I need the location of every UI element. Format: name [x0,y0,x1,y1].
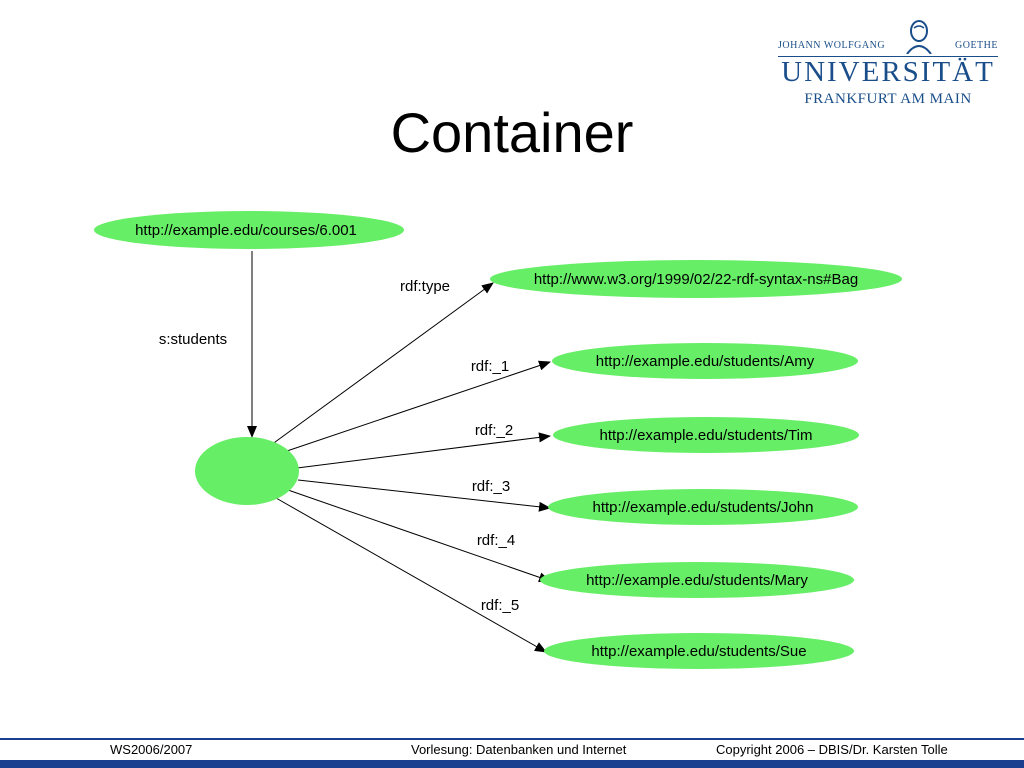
footer-semester: WS2006/2007 [110,742,193,757]
edge-member-2 [296,432,551,469]
footer-copyright: Copyright 2006 – DBIS/Dr. Karsten Tolle [716,742,948,757]
edge-label-member-4: rdf:_4 [477,532,515,549]
edge-member-3 [297,479,551,512]
node-subject [94,211,404,249]
node-student-4 [540,562,854,598]
node-label-student-5: http://example.edu/students/Sue [591,643,806,660]
node-bag [490,260,902,298]
slide-title: Container [390,101,634,164]
node-subject-label: http://example.edu/courses/6.001 [135,222,357,239]
node-student-3 [548,489,858,525]
edge-label-students: s:students [159,331,227,348]
goethe-portrait-icon [906,20,932,54]
university-logo: JOHANN WOLFGANG GOETHE UNIVERSITÄT FRANK… [778,18,998,110]
edge-member-5 [275,497,547,653]
node-label-student-3: http://example.edu/students/John [593,499,814,516]
node-student-2 [553,417,859,453]
edge-label-member-2: rdf:_2 [475,422,513,439]
footer-rule [0,738,1024,740]
logo-name-line: JOHANN WOLFGANG GOETHE [778,40,998,51]
node-container-blank [195,437,299,505]
node-label-student-2: http://example.edu/students/Tim [600,427,813,444]
edge-member-4 [287,489,551,583]
logo-university: UNIVERSITÄT [781,56,995,88]
logo-name-left: JOHANN WOLFGANG [778,40,886,51]
edge-type [270,282,494,446]
edge-label-member-3: rdf:_3 [472,478,510,495]
edge-member-1 [283,360,551,453]
node-label-bag: http://www.w3.org/1999/02/22-rdf-syntax-… [534,271,858,288]
node-label-student-1: http://example.edu/students/Amy [596,353,815,370]
footer-lecture: Vorlesung: Datenbanken und Internet [411,742,627,757]
edge-label-member-1: rdf:_1 [471,358,509,375]
node-student-5 [544,633,854,669]
edge-label-type: rdf:type [400,278,450,295]
logo-city: FRANKFURT AM MAIN [804,91,972,107]
node-label-student-4: http://example.edu/students/Mary [586,572,808,589]
edge-label-member-5: rdf:_5 [481,597,519,614]
footer: WS2006/2007 Vorlesung: Datenbanken und I… [0,742,1024,758]
node-student-1 [552,343,858,379]
logo-rule [778,56,998,57]
logo-name-right: GOETHE [955,40,998,51]
footer-bar [0,760,1024,768]
